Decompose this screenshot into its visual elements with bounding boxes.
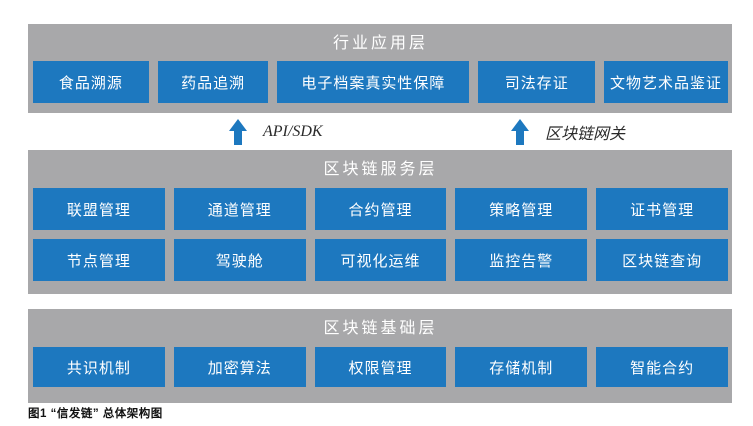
industry-application-box-row: 食品溯源 药品追溯 电子档案真实性保障 司法存证 文物艺术品鉴证 [33, 61, 728, 103]
connector-blockchain-gateway: 区块链网关 [511, 116, 625, 147]
layer-blockchain-base: 区块链基础层 共识机制 加密算法 权限管理 存储机制 智能合约 [28, 309, 732, 403]
box-consensus-mechanism: 共识机制 [33, 347, 165, 387]
service-box-row-1: 联盟管理 通道管理 合约管理 策略管理 证书管理 [33, 188, 728, 230]
figure-caption: 图1 “信发链” 总体架构图 [28, 408, 163, 420]
box-encryption-algorithm: 加密算法 [173, 347, 306, 387]
box-node-management: 节点管理 [33, 239, 165, 281]
up-arrow-shaft [234, 130, 242, 145]
box-electronic-archive-authenticity: 电子档案真实性保障 [277, 61, 470, 103]
box-permission-management: 权限管理 [314, 347, 447, 387]
box-alliance-management: 联盟管理 [33, 188, 165, 230]
connector-label-api-sdk: API/SDK [263, 122, 323, 140]
layer-title-blockchain-base: 区块链基础层 [323, 320, 438, 337]
up-arrow-icon [229, 118, 247, 145]
service-box-row-2: 节点管理 驾驶舱 可视化运维 监控告警 区块链查询 [33, 239, 728, 281]
layer-title-industry-application: 行业应用层 [332, 35, 428, 52]
box-policy-management: 策略管理 [455, 188, 588, 230]
connector-label-blockchain-gateway: 区块链网关 [545, 125, 626, 143]
box-channel-management: 通道管理 [173, 188, 306, 230]
connector-zone: API/SDK 区块链网关 [0, 113, 753, 150]
box-smart-contract: 智能合约 [596, 347, 728, 387]
box-visual-operations: 可视化运维 [314, 239, 447, 281]
box-food-traceability: 食品溯源 [33, 61, 149, 103]
up-arrow-shaft [516, 130, 524, 145]
diagram-figure: 行业应用层 食品溯源 药品追溯 电子档案真实性保障 司法存证 文物艺术品鉴证 区… [28, 24, 732, 403]
box-monitoring-alerts: 监控告警 [455, 239, 588, 281]
box-cockpit: 驾驶舱 [173, 239, 306, 281]
layer-title-blockchain-service: 区块链服务层 [323, 161, 438, 178]
box-drug-traceability: 药品追溯 [157, 61, 269, 103]
up-arrow-icon [511, 118, 529, 145]
box-blockchain-query: 区块链查询 [596, 239, 728, 281]
up-arrow-head [511, 118, 529, 131]
connector-api-sdk: API/SDK [229, 116, 323, 147]
up-arrow-head [229, 118, 247, 131]
layer-blockchain-service: 区块链服务层 联盟管理 通道管理 合约管理 策略管理 证书管理 节点管理 驾驶舱… [28, 150, 732, 294]
box-judicial-deposit: 司法存证 [478, 61, 596, 103]
layer-industry-application: 行业应用层 食品溯源 药品追溯 电子档案真实性保障 司法存证 文物艺术品鉴证 [28, 24, 732, 113]
box-certificate-management: 证书管理 [596, 188, 728, 230]
box-contract-management: 合约管理 [314, 188, 447, 230]
base-box-row: 共识机制 加密算法 权限管理 存储机制 智能合约 [33, 347, 728, 387]
box-artwork-authentication: 文物艺术品鉴证 [604, 61, 728, 103]
box-storage-mechanism: 存储机制 [455, 347, 588, 387]
